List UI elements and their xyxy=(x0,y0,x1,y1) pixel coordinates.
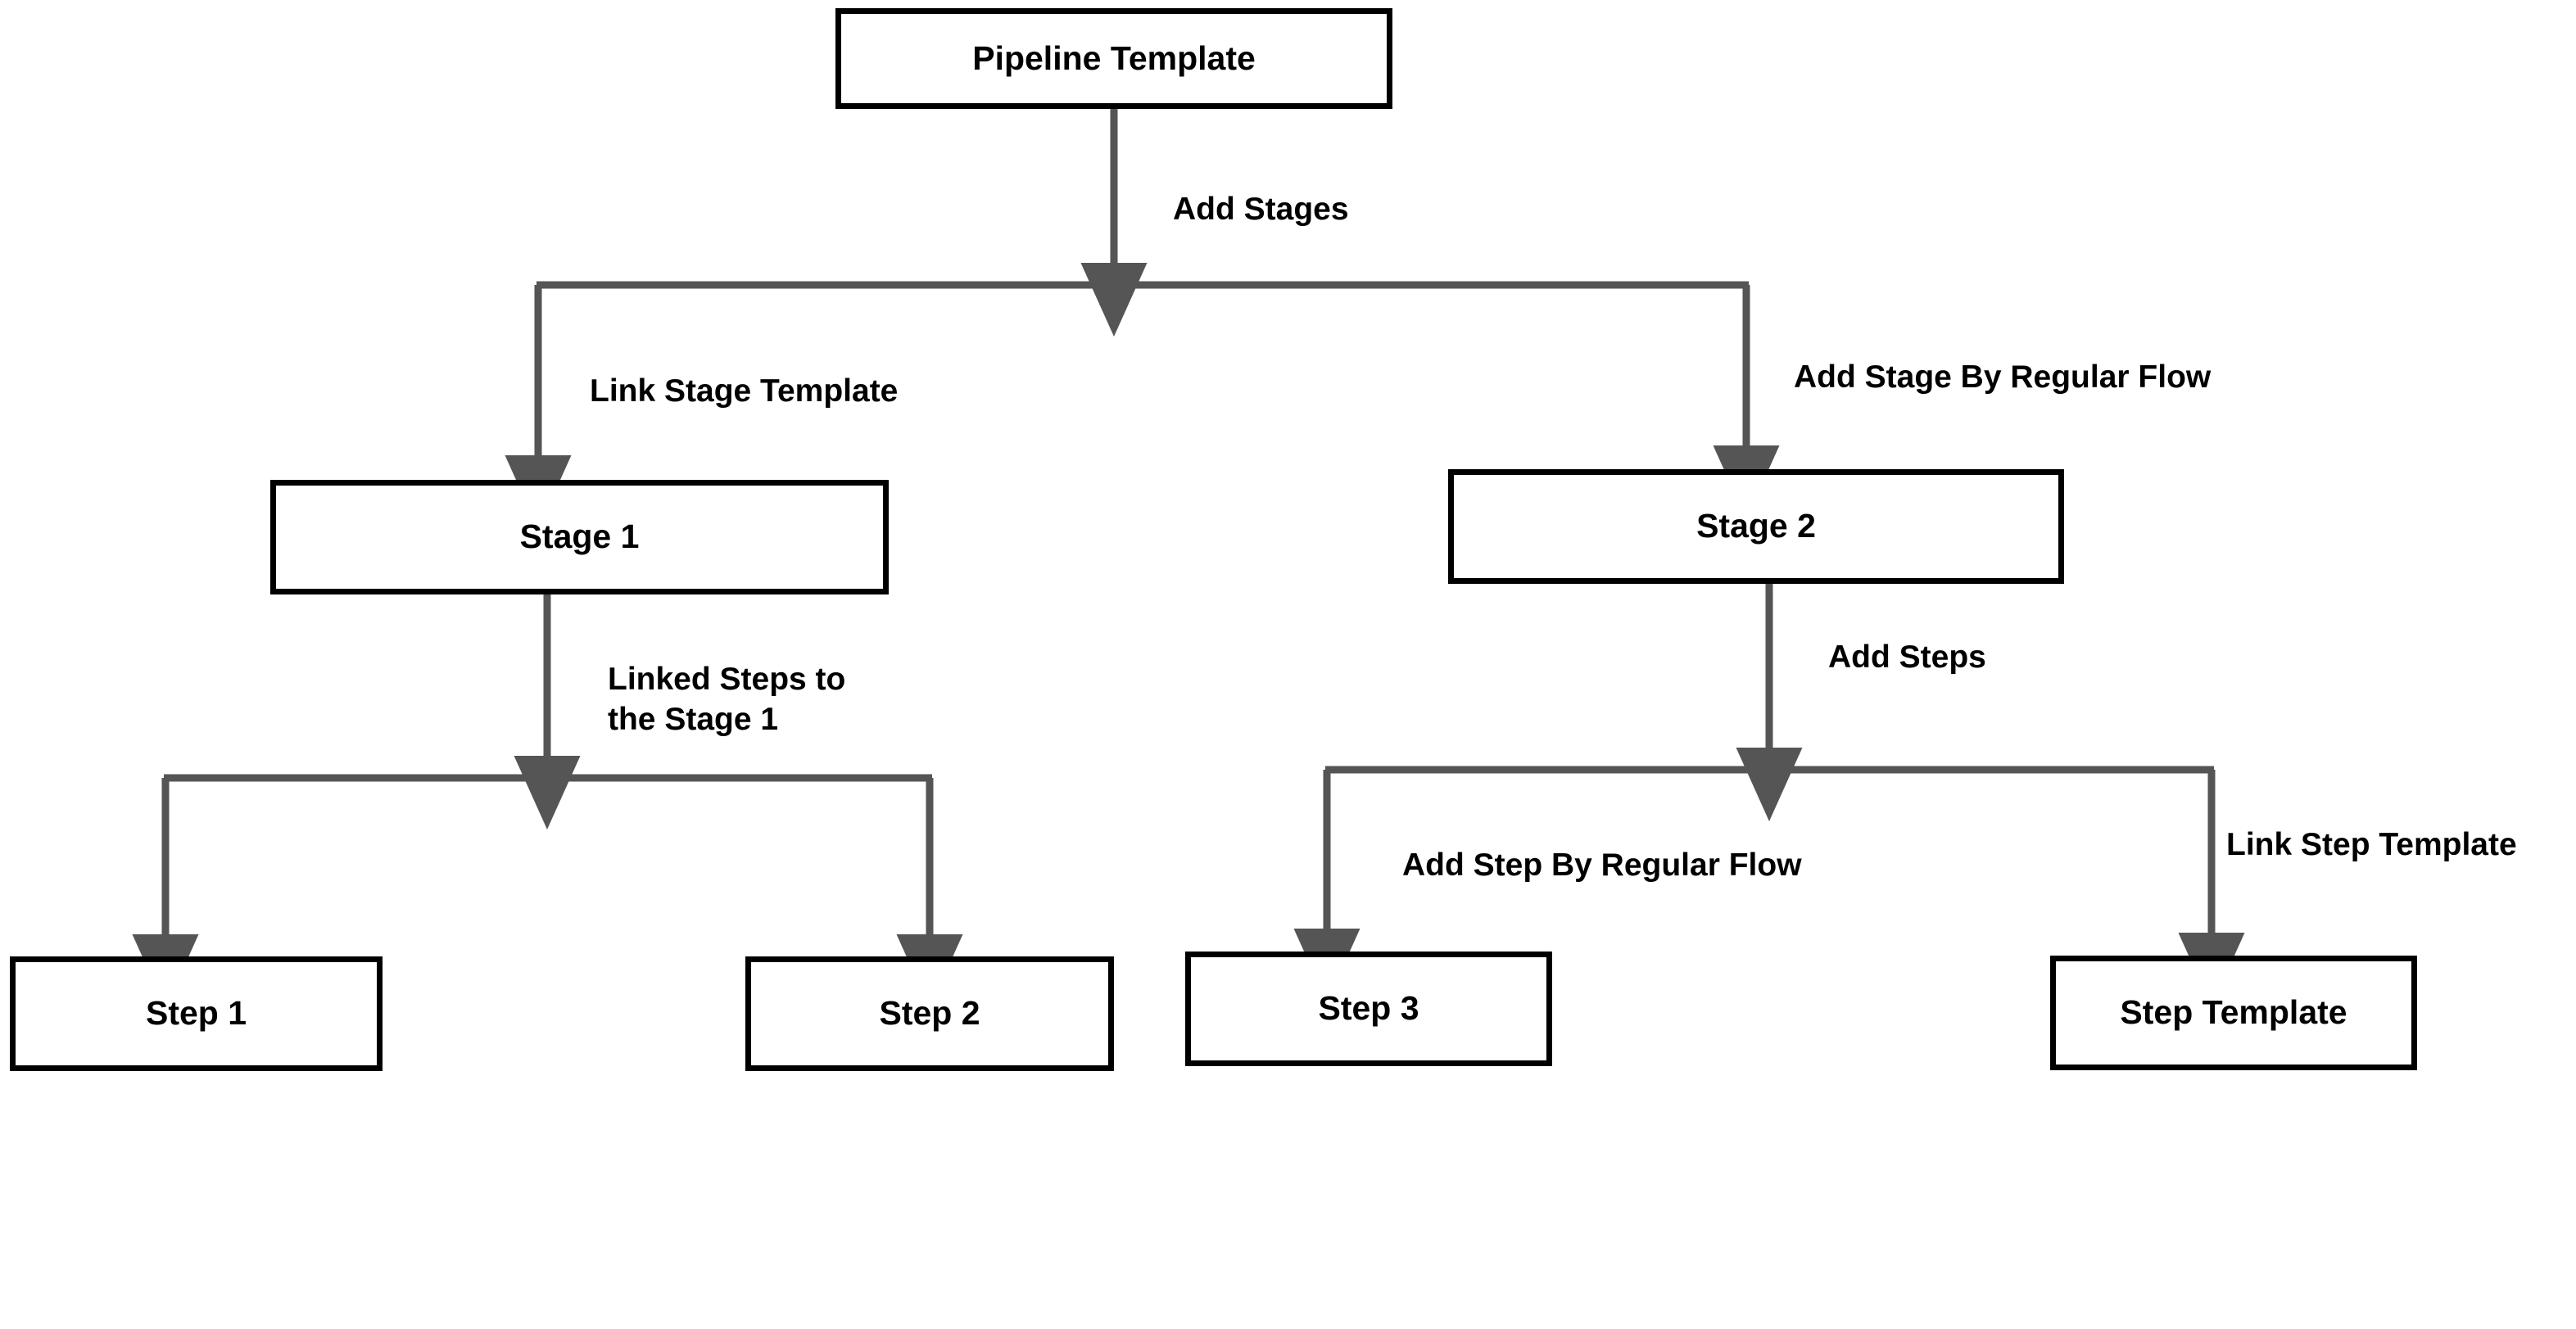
node-step-2[interactable]: Step 2 xyxy=(745,956,1114,1071)
node-pipeline-template-label: Pipeline Template xyxy=(972,38,1256,77)
node-step-3[interactable]: Step 3 xyxy=(1185,952,1552,1066)
edge-label-link-step-template: Link Step Template xyxy=(2226,827,2517,862)
node-step-1[interactable]: Step 1 xyxy=(10,956,383,1071)
node-step-3-label: Step 3 xyxy=(1318,989,1419,1028)
node-step-template[interactable]: Step Template xyxy=(2050,956,2417,1070)
node-stage-1[interactable]: Stage 1 xyxy=(270,480,889,594)
node-stage-2[interactable]: Stage 2 xyxy=(1448,469,2064,584)
edge-label-link-stage-template: Link Stage Template xyxy=(590,373,899,409)
edge-label-add-steps: Add Steps xyxy=(1828,640,1986,675)
edge-label-add-stages: Add Stages xyxy=(1173,192,1349,227)
node-pipeline-template[interactable]: Pipeline Template xyxy=(835,8,1392,109)
node-stage-1-label: Stage 1 xyxy=(519,518,640,556)
node-step-2-label: Step 2 xyxy=(879,994,980,1033)
edge-label-add-step-by-regular-flow: Add Step By Regular Flow xyxy=(1402,848,1802,883)
node-step-template-label: Step Template xyxy=(2120,993,2347,1032)
node-step-1-label: Step 1 xyxy=(145,994,247,1033)
edge-label-add-stage-by-regular-flow: Add Stage By Regular Flow xyxy=(1794,359,2212,395)
edge-label-linked-steps-to-stage-1: Linked Steps to the Stage 1 xyxy=(608,662,846,737)
node-stage-2-label: Stage 2 xyxy=(1696,507,1816,545)
